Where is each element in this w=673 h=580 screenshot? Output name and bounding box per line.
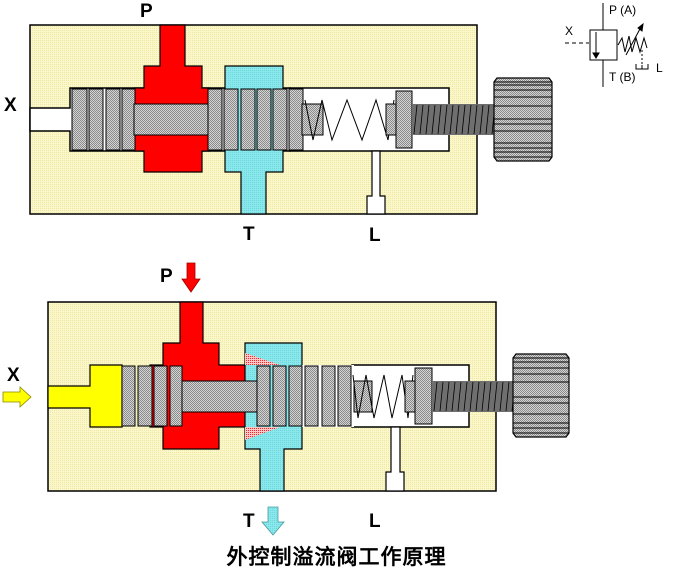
thread-line	[445, 381, 450, 412]
adjusting-knob[interactable]	[512, 353, 570, 438]
symbol-port-p: P (A)	[609, 3, 636, 17]
thread-line	[419, 104, 424, 135]
hydraulic-symbol	[565, 3, 649, 87]
thread-line	[473, 104, 478, 135]
adjuster-plate	[395, 90, 413, 149]
spring-seat	[385, 103, 397, 136]
tank-outlet-arrow	[261, 506, 285, 536]
thread-line	[425, 104, 430, 135]
bottom-valve: P T X L	[2, 262, 570, 536]
port-label-l: L	[369, 225, 381, 246]
thread-line	[487, 381, 492, 412]
thread-line	[455, 104, 460, 135]
thread-line	[461, 104, 466, 135]
thread-line	[437, 104, 442, 135]
adjustable-arrow-icon	[625, 26, 642, 56]
port-label-x: X	[7, 365, 20, 386]
thread-line	[443, 104, 448, 135]
thread-line	[485, 104, 490, 135]
port-label-t: T	[243, 224, 255, 245]
thread-line	[457, 381, 462, 412]
thread-line	[505, 381, 510, 412]
thread-line	[413, 104, 418, 135]
port-label-l: L	[369, 511, 381, 532]
symbol-port-t: T (B)	[609, 70, 635, 84]
top-valve: P T X L	[4, 1, 553, 246]
adjuster-plate	[414, 367, 433, 425]
spring	[304, 98, 395, 142]
symbol-port-l: L	[656, 61, 663, 75]
pressure-inlet-arrow	[181, 262, 201, 293]
port-label-t: T	[243, 511, 255, 532]
spool	[71, 88, 324, 151]
thread-line	[463, 381, 468, 412]
thread-line	[479, 104, 484, 135]
drain-port-l	[385, 426, 405, 492]
pilot-chamber	[47, 364, 123, 428]
adjusting-screw	[432, 381, 516, 412]
port-label-p: P	[140, 1, 153, 22]
thread-line	[451, 381, 456, 412]
thread-line	[467, 104, 472, 135]
flow-mix-top	[245, 353, 280, 365]
adjusting-knob[interactable]	[493, 77, 553, 162]
spring-seat	[404, 380, 416, 413]
spool	[121, 365, 373, 427]
thread-line	[469, 381, 474, 412]
thread-line	[499, 381, 504, 412]
port-label-p: P	[160, 266, 173, 287]
thread-line	[431, 104, 436, 135]
drain-port-l	[366, 150, 386, 215]
diagram-caption: 外控制溢流阀工作原理	[226, 545, 447, 569]
thread-line	[449, 104, 454, 135]
adjusting-screw	[412, 104, 496, 135]
thread-line	[439, 381, 444, 412]
thread-line	[481, 381, 486, 412]
thread-line	[475, 381, 480, 412]
flow-mix-bottom	[245, 427, 280, 440]
symbol-port-x: X	[565, 24, 573, 38]
pilot-inlet-arrow	[2, 386, 32, 408]
port-label-x: X	[4, 95, 17, 116]
thread-line	[493, 381, 498, 412]
spring-icon	[617, 35, 648, 54]
thread-line	[433, 381, 438, 412]
